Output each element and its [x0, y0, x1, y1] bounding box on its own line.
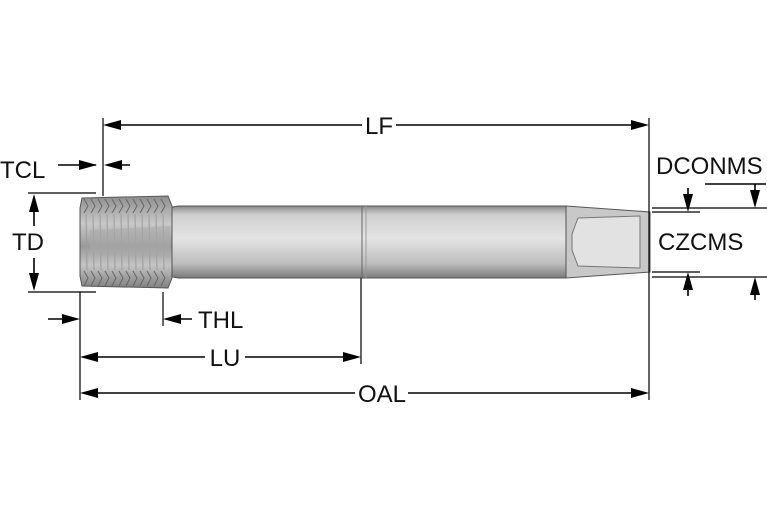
dimension-czcms: CZCMS: [658, 188, 743, 296]
label-tcl: TCL: [0, 157, 45, 184]
thread-tooth: [139, 198, 145, 287]
thread-tooth: [118, 198, 124, 287]
label-thl: THL: [198, 307, 243, 334]
label-td: TD: [12, 229, 44, 256]
thread-tooth: [111, 198, 117, 287]
thread-tooth: [153, 198, 159, 287]
label-lu: LU: [210, 345, 241, 372]
tap-tool: [79, 195, 651, 289]
label-lf: LF: [365, 113, 393, 140]
thread-tooth: [132, 198, 138, 287]
dimension-dconms: DCONMS: [656, 153, 766, 300]
thread-ridge: [85, 213, 88, 271]
dimension-oal: OAL: [80, 381, 649, 408]
dimension-td: TD: [12, 194, 44, 291]
thread-tooth: [125, 198, 131, 287]
label-oal: OAL: [358, 381, 406, 408]
dimension-lf: LF: [103, 113, 649, 140]
thread-tooth: [90, 198, 96, 287]
thread-tooth: [160, 198, 166, 287]
label-czcms: CZCMS: [658, 229, 743, 256]
tool-shank: [167, 205, 567, 279]
label-dconms: DCONMS: [656, 153, 763, 180]
dimension-tcl: TCL: [0, 157, 130, 184]
flute: [90, 226, 170, 258]
thread-tooth: [83, 198, 89, 287]
thread-tooth: [104, 198, 110, 287]
thread-teeth: [83, 198, 166, 287]
dimension-thl: THL: [48, 307, 243, 334]
dimension-lu: LU: [80, 345, 361, 372]
thread-tooth: [146, 198, 152, 287]
thread-tooth: [97, 198, 103, 287]
extension-lines: [28, 118, 767, 400]
